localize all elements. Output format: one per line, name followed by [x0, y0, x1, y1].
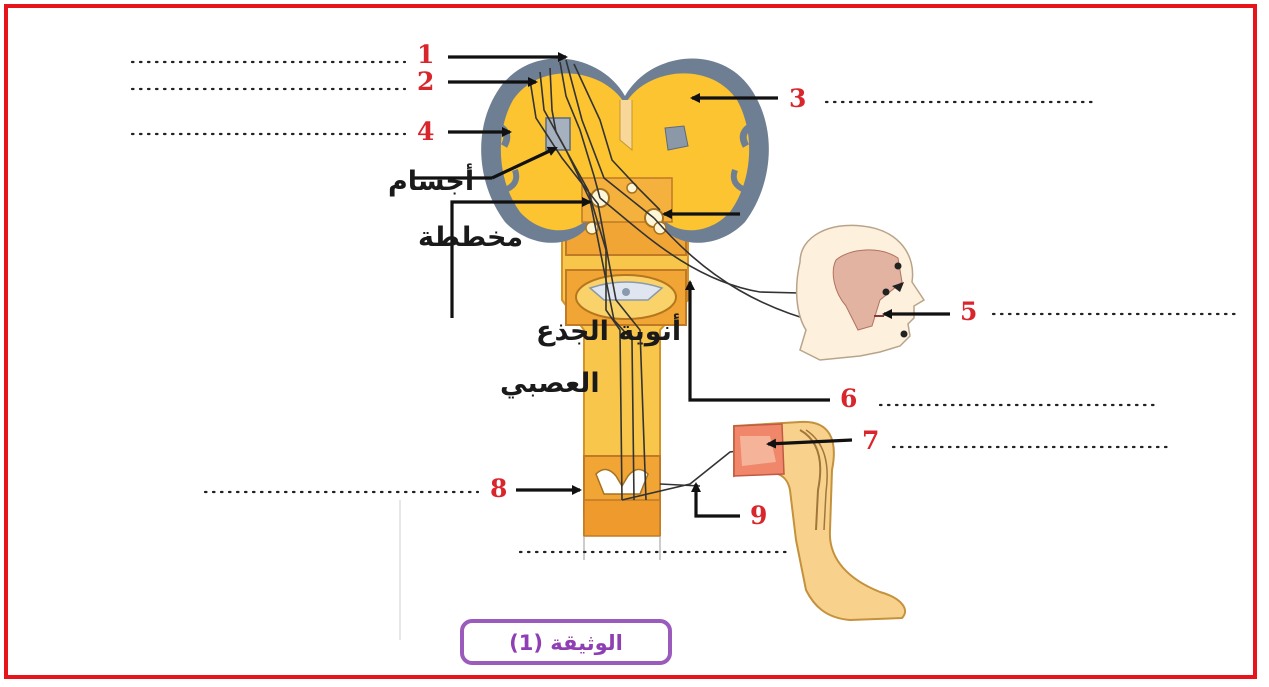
label-4: 4: [417, 117, 434, 146]
label-7: 7: [862, 426, 879, 455]
label-5: 5: [960, 297, 977, 326]
label-6: 6: [840, 384, 857, 413]
document-caption: الوثيقة (1): [462, 621, 670, 663]
label-8: 8: [490, 474, 507, 503]
label-3: 3: [789, 84, 806, 113]
head-profile: [797, 225, 924, 360]
label-2: 2: [417, 67, 434, 96]
label-bodies-line1: أجسام: [388, 163, 474, 197]
label-9: 9: [750, 501, 767, 530]
label-nuclei-line1: أنوية الجذع: [536, 313, 681, 347]
label-nuclei-line2: العصبي: [500, 368, 600, 399]
label-1: 1: [417, 40, 434, 69]
label-bodies-line2: مخططة: [418, 222, 523, 253]
spinal-cord: [400, 185, 688, 640]
caption-text: الوثيقة (1): [509, 631, 623, 655]
